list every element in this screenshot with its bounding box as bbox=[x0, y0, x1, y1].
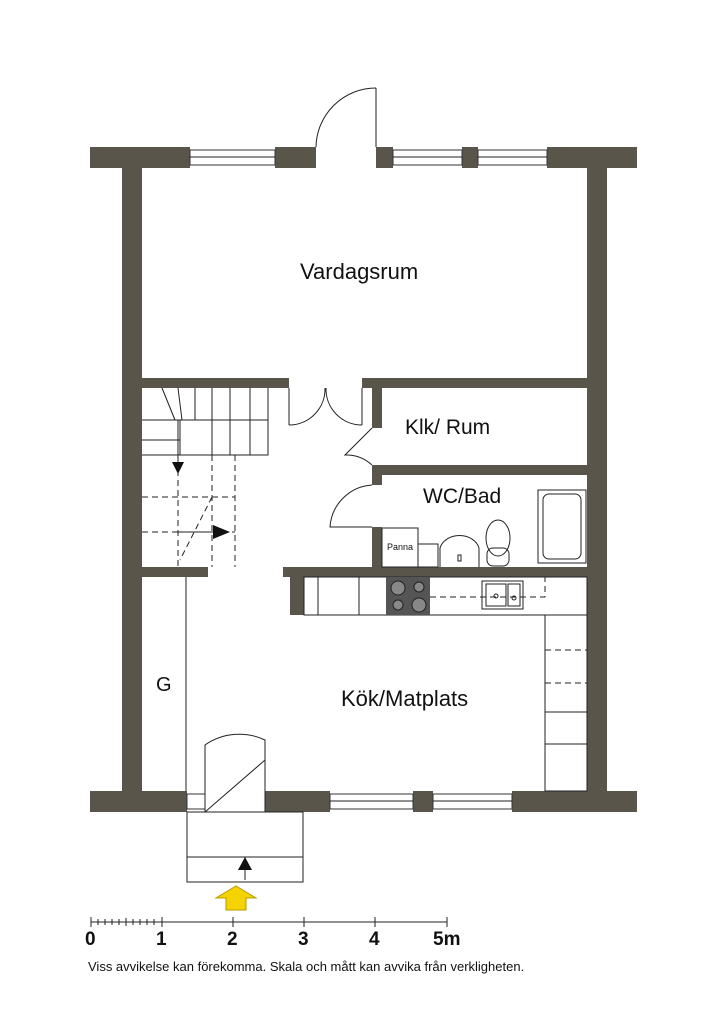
scale-label-5m: 5m bbox=[433, 929, 461, 950]
room-label-wc-bad: WC/Bad bbox=[423, 485, 502, 508]
entry-arrow-icon bbox=[238, 857, 252, 870]
scale-bar bbox=[90, 917, 448, 927]
scale-label-4: 4 bbox=[369, 929, 380, 950]
toilet-icon bbox=[485, 519, 511, 557]
room-label-klk-rum: Klk/ Rum bbox=[405, 416, 491, 439]
stair-arrow-down-icon bbox=[172, 462, 184, 474]
bathroom-fixtures bbox=[381, 489, 587, 568]
interior-doors bbox=[288, 387, 373, 528]
sink-icon bbox=[439, 535, 480, 567]
entrance-arrow-icon bbox=[214, 885, 258, 911]
bathtub-icon bbox=[542, 493, 582, 560]
interior-walls bbox=[142, 378, 587, 791]
scale-label-0: 0 bbox=[85, 929, 96, 950]
scale-label-3: 3 bbox=[298, 929, 309, 950]
disclaimer: Viss avvikelse kan förekomma. Skala och … bbox=[88, 959, 525, 974]
stair-arrow-right-icon bbox=[213, 525, 230, 539]
entrance bbox=[186, 733, 304, 911]
scale-label-1: 1 bbox=[156, 929, 167, 950]
windows bbox=[186, 149, 548, 810]
staircase bbox=[142, 387, 269, 567]
room-label-vardagsrum: Vardagsrum bbox=[300, 259, 419, 284]
scale-label-2: 2 bbox=[227, 929, 238, 950]
kitchen-sink-icon bbox=[481, 580, 524, 610]
room-label-g: G bbox=[156, 674, 172, 696]
kitchen-counter bbox=[303, 576, 588, 792]
exterior-walls bbox=[90, 147, 637, 812]
room-label-panna: Panna bbox=[387, 542, 414, 552]
terrace-door bbox=[315, 87, 377, 148]
room-label-kok: Kök/Matplats bbox=[341, 686, 469, 711]
